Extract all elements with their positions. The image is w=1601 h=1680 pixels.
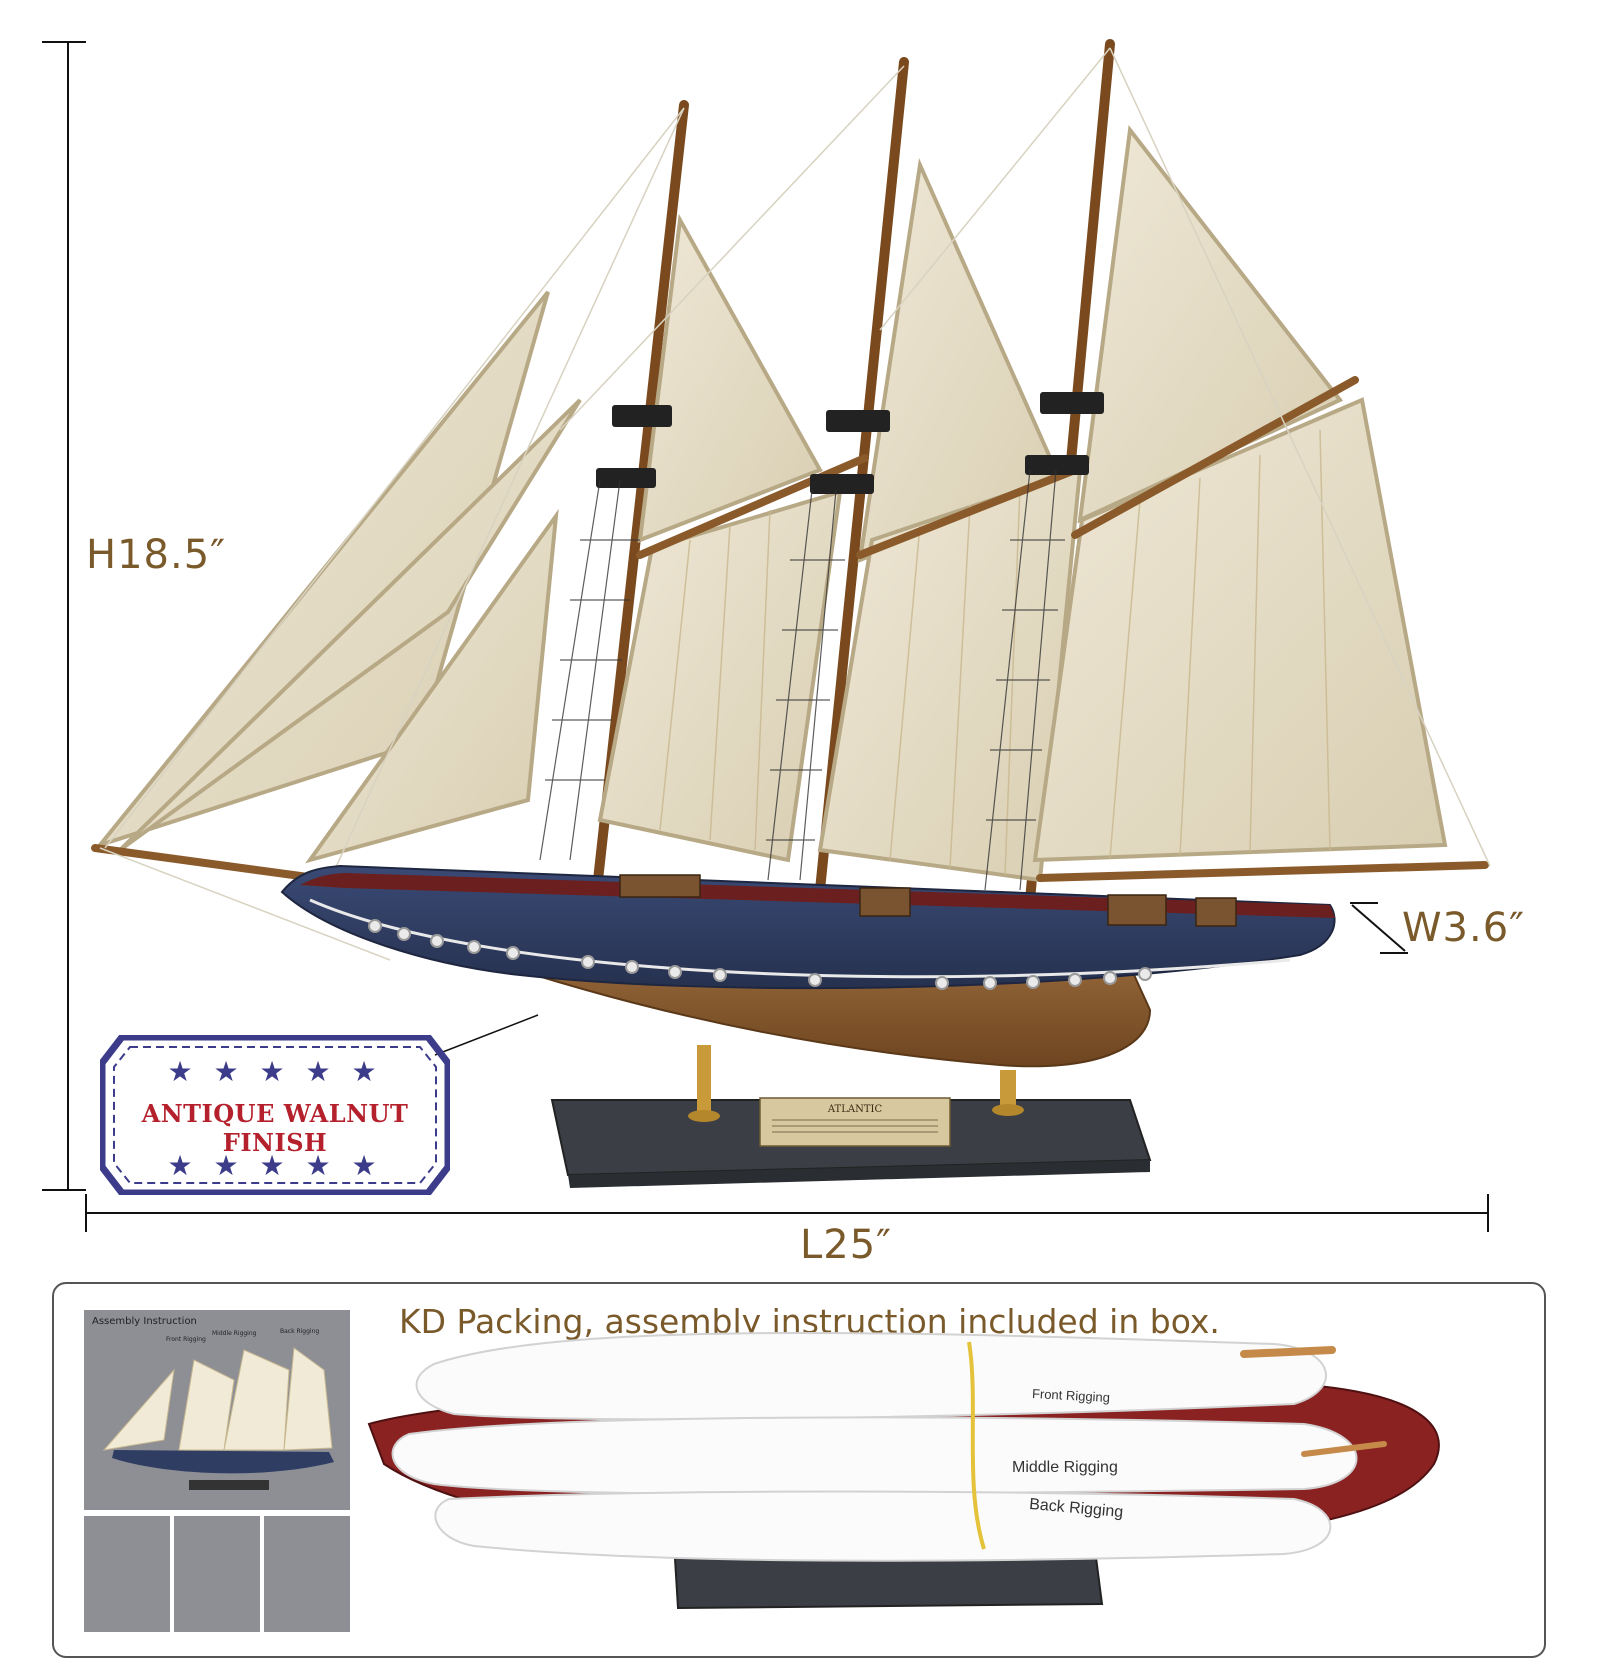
nameplate-text: ATLANTIC	[827, 1104, 883, 1115]
stamp-text: ANTIQUE WALNUT FINISH	[141, 1099, 409, 1157]
display-stand: ATLANTIC	[550, 1045, 1152, 1188]
instruction-label-back: Back Rigging	[280, 1328, 320, 1335]
packed-ship-illustration	[367, 1331, 1440, 1610]
star-icons: ★ ★ ★ ★ ★ ★ ★ ★ ★ ★	[167, 1055, 376, 1182]
instruction-step-3	[264, 1516, 350, 1632]
svg-text:★: ★	[305, 1149, 330, 1182]
instruction-step-2	[174, 1516, 260, 1632]
main-sails	[597, 397, 1448, 883]
jib-sails	[94, 290, 582, 864]
height-label: H18.5″	[86, 532, 227, 578]
packing-panel: KD Packing, assembly instruction include…	[52, 1282, 1546, 1658]
instruction-label-middle: Middle Rigging	[212, 1330, 257, 1337]
svg-text:★: ★	[213, 1055, 238, 1088]
svg-text:★: ★	[259, 1149, 284, 1182]
schooner-model-illustration: ATLANTIC	[91, 39, 1491, 1188]
svg-text:★: ★	[351, 1149, 376, 1182]
deck-houses	[619, 874, 1237, 927]
svg-text:★: ★	[351, 1055, 376, 1088]
crosstrees	[596, 392, 1104, 494]
instruction-title: Assembly Instruction	[92, 1316, 197, 1327]
length-label: L25″	[800, 1222, 893, 1268]
width-label: W3.6″	[1402, 905, 1526, 951]
antique-walnut-finish-stamp: ★ ★ ★ ★ ★ ★ ★ ★ ★ ★ ANTIQUE WALNUT FINIS…	[100, 1035, 450, 1195]
svg-text:★: ★	[305, 1055, 330, 1088]
booms	[91, 376, 1489, 884]
svg-text:★: ★	[167, 1149, 192, 1182]
svg-text:★: ★	[259, 1055, 284, 1088]
assembly-instruction-card: Assembly Instruction Front Rigging Middl…	[84, 1310, 350, 1510]
instruction-step-1	[84, 1516, 170, 1632]
instruction-label-front: Front Rigging	[166, 1336, 206, 1343]
svg-text:★: ★	[213, 1149, 238, 1182]
portholes	[368, 919, 1152, 990]
svg-text:★: ★	[167, 1055, 192, 1088]
tag-middle-rigging: Middle Rigging	[1012, 1459, 1118, 1476]
